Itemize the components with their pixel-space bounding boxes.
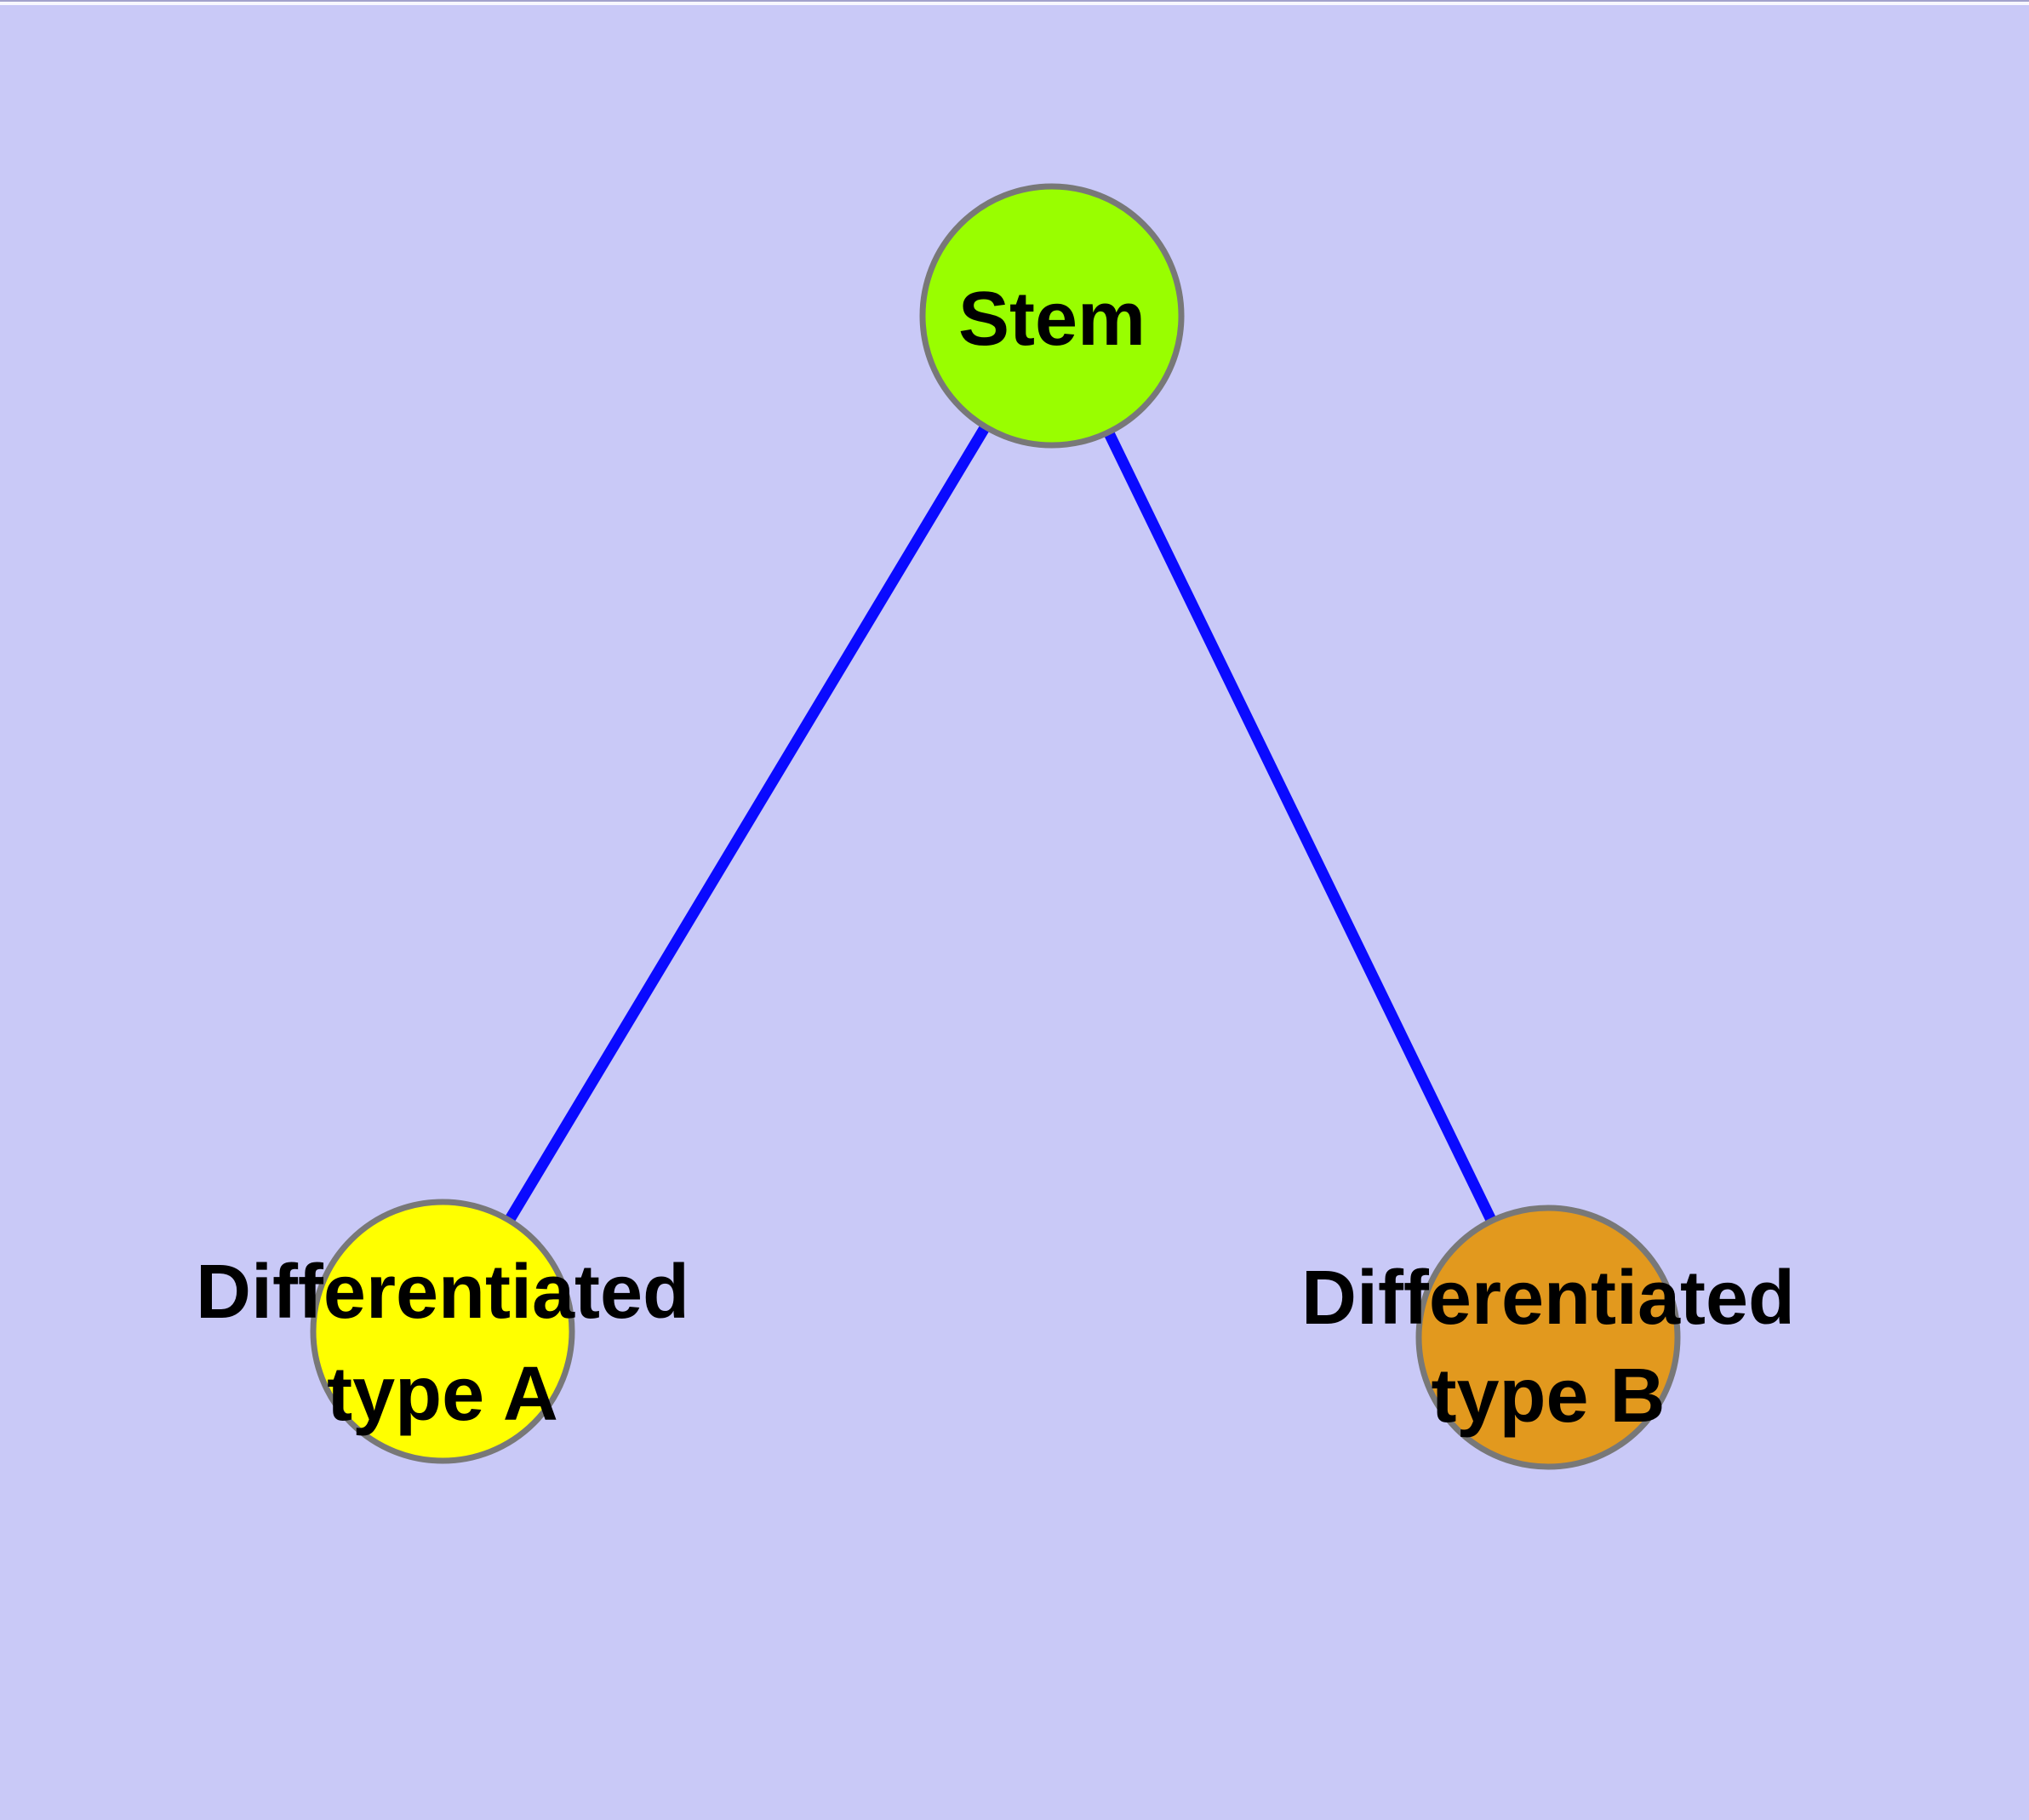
- edge-stem-to-type-b: [1047, 313, 1553, 1340]
- node-type-a-label-line2: type A: [327, 1352, 558, 1437]
- node-type-a-label-line1: Differentiated: [196, 1250, 689, 1335]
- node-stem: [919, 183, 1185, 449]
- window-top-edge-line: [0, 0, 2029, 2]
- node-type-b-label-line2: type B: [1431, 1354, 1665, 1439]
- node-type-b-label-line1: Differentiated: [1301, 1256, 1795, 1341]
- edge-stem-to-type-a: [437, 312, 1057, 1335]
- window-top-edge-highlight: [0, 2, 2029, 5]
- node-stem-label: Stem: [958, 277, 1146, 362]
- node-differentiated-type-b: [1415, 1205, 1681, 1470]
- node-differentiated-type-a: [310, 1199, 575, 1464]
